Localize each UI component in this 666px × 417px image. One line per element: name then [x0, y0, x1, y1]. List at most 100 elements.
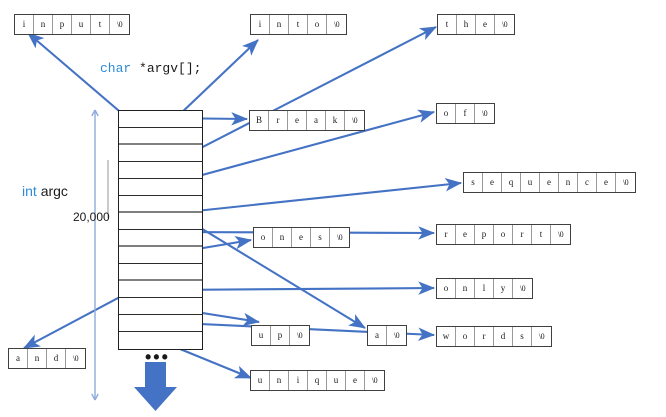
- char-cell: e: [476, 15, 495, 34]
- char-cell: \0: [296, 330, 303, 340]
- char-cell: n: [273, 228, 292, 247]
- char-cell: d: [494, 327, 513, 346]
- argv-slot: [119, 264, 202, 281]
- char-cell: o: [437, 279, 456, 298]
- char-cell: \0: [351, 115, 358, 125]
- char-cell: e: [456, 225, 475, 244]
- argv-rest: *argv[];: [139, 61, 202, 76]
- argv-slot: [119, 111, 202, 128]
- char-cell: \0: [333, 19, 340, 29]
- char-cell: e: [483, 173, 502, 192]
- arrow-slot10-to-only: [166, 281, 436, 295]
- char-cell: i: [251, 15, 270, 34]
- char-cell: r: [475, 327, 494, 346]
- char-cell: n: [34, 15, 53, 34]
- char-cell: p: [475, 225, 494, 244]
- argc-declaration-label: int argc: [22, 183, 68, 199]
- argc-rest: argc: [40, 183, 68, 199]
- argv-slot: [119, 281, 202, 298]
- argv-slot: [119, 247, 202, 264]
- char-cell: s: [311, 228, 330, 247]
- char-cell: t: [91, 15, 110, 34]
- char-cell: \0: [622, 177, 629, 187]
- char-cell: n: [559, 173, 578, 192]
- string-box-a: a\0: [367, 325, 407, 346]
- char-cell: r: [269, 111, 288, 130]
- char-cell: t: [532, 225, 551, 244]
- argv-slot: [119, 145, 202, 162]
- char-cell: \0: [336, 232, 343, 242]
- char-cell: n: [28, 349, 47, 368]
- char-cell: o: [254, 228, 273, 247]
- char-cell: e: [292, 228, 311, 247]
- char-cell: q: [308, 371, 327, 390]
- char-cell: \0: [538, 331, 545, 341]
- argv-pointer-array: [118, 110, 203, 350]
- char-cell: c: [578, 173, 597, 192]
- array-size-label: 20,000: [73, 210, 110, 224]
- char-cell: n: [270, 15, 289, 34]
- char-cell: \0: [72, 353, 79, 363]
- char-cell: y: [494, 279, 513, 298]
- char-cell: o: [308, 15, 327, 34]
- argv-keyword: char: [100, 61, 132, 76]
- argv-slot: [119, 179, 202, 196]
- char-cell: B: [250, 111, 269, 130]
- argc-keyword: int: [22, 183, 37, 199]
- char-cell: s: [464, 173, 483, 192]
- char-cell: a: [307, 111, 326, 130]
- char-cell: p: [271, 326, 290, 345]
- argv-slot: [119, 315, 202, 332]
- argv-slot: [119, 298, 202, 315]
- char-cell: u: [327, 371, 346, 390]
- argv-slot: [119, 213, 202, 230]
- char-cell: p: [53, 15, 72, 34]
- char-cell: u: [252, 326, 271, 345]
- argv-slot: [119, 162, 202, 179]
- char-cell: r: [513, 225, 532, 244]
- char-cell: t: [438, 15, 457, 34]
- char-cell: q: [502, 173, 521, 192]
- char-cell: f: [456, 104, 475, 123]
- arrow-slot6-to-sequence: [157, 177, 463, 217]
- char-cell: e: [597, 173, 616, 192]
- char-cell: \0: [501, 19, 508, 29]
- array-extent-measure: [91, 109, 99, 401]
- char-cell: u: [251, 371, 270, 390]
- char-cell: k: [326, 111, 345, 130]
- char-cell: i: [15, 15, 34, 34]
- char-cell: \0: [481, 108, 488, 118]
- char-cell: o: [437, 104, 456, 123]
- char-cell: n: [270, 371, 289, 390]
- char-cell: \0: [371, 375, 378, 385]
- char-cell: u: [72, 15, 91, 34]
- argv-slot: [119, 128, 202, 145]
- char-cell: a: [368, 326, 387, 345]
- char-cell: a: [9, 349, 28, 368]
- char-cell: h: [457, 15, 476, 34]
- char-cell: d: [47, 349, 66, 368]
- char-cell: e: [540, 173, 559, 192]
- char-cell: e: [346, 371, 365, 390]
- char-cell: i: [289, 371, 308, 390]
- argv-declaration-label: char *argv[];: [100, 61, 201, 76]
- char-cell: n: [456, 279, 475, 298]
- char-cell: \0: [557, 229, 564, 239]
- argv-slot: [119, 230, 202, 247]
- continuation-down-arrow: [134, 362, 177, 411]
- char-cell: s: [513, 327, 532, 346]
- char-cell: r: [437, 225, 456, 244]
- char-cell: u: [521, 173, 540, 192]
